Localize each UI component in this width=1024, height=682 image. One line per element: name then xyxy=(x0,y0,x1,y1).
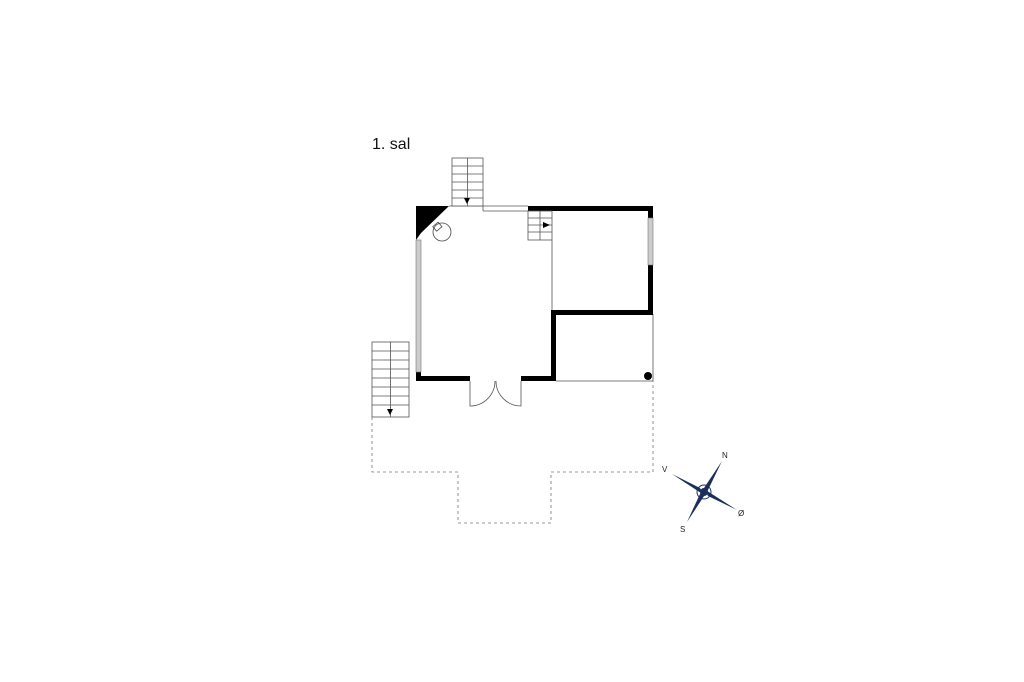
compass-west: V xyxy=(662,465,668,474)
terrace-outline xyxy=(371,381,654,524)
compass-rose: N V Ø S xyxy=(662,451,744,534)
compass-south: S xyxy=(680,525,685,534)
post xyxy=(644,372,652,380)
stairs-top xyxy=(451,157,484,207)
compass-north: N xyxy=(722,451,728,460)
chimney-corner xyxy=(416,206,449,240)
stairs-inner xyxy=(527,210,553,241)
stove xyxy=(432,221,452,242)
stairs-outside xyxy=(371,341,410,418)
thin-lines xyxy=(449,205,654,382)
double-door xyxy=(469,380,522,407)
windows xyxy=(415,217,654,373)
floor-label: 1. sal xyxy=(372,136,411,153)
compass-east: Ø xyxy=(738,509,744,518)
walls xyxy=(416,206,653,381)
